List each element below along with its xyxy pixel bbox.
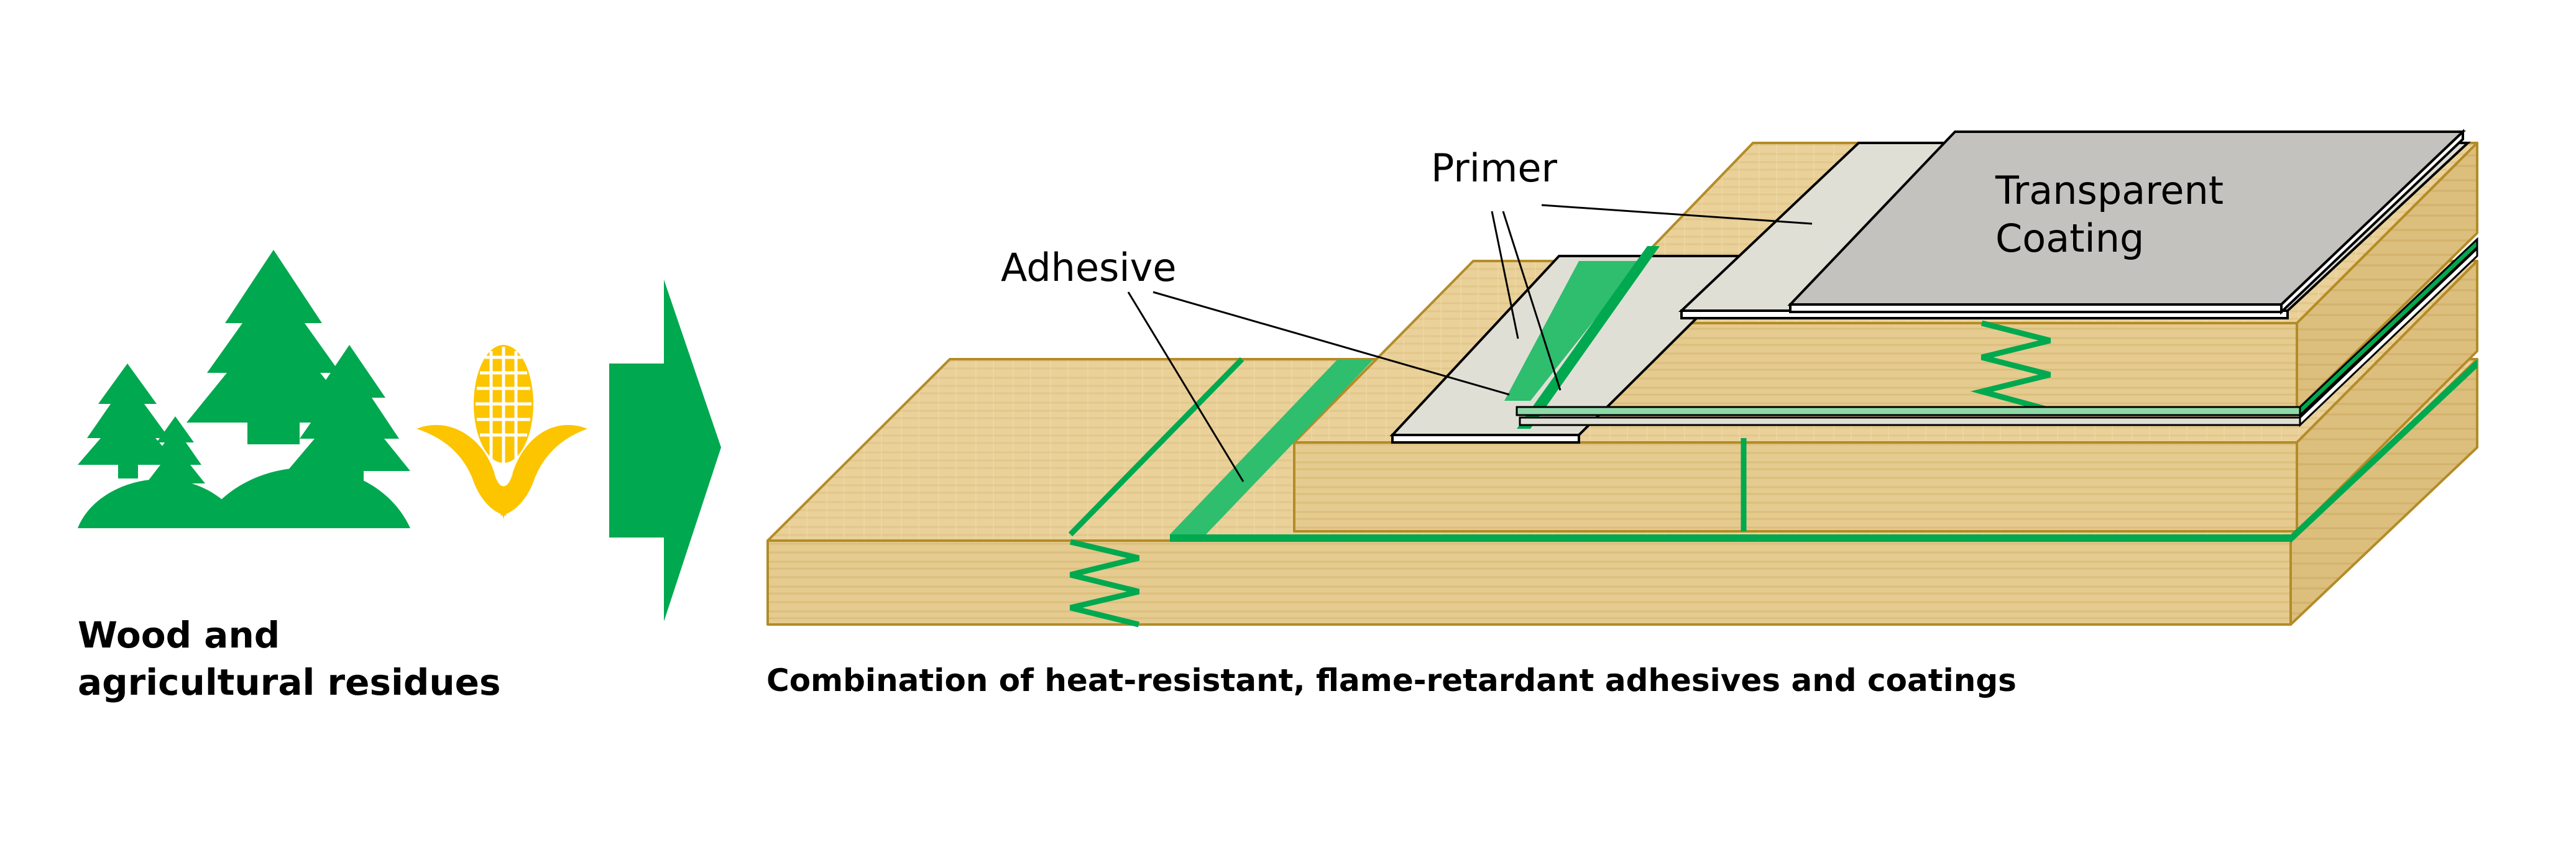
transparent-coating-layer [1678, 129, 2472, 319]
adhesive-leader [1127, 291, 1244, 482]
left-caption-line2: agricultural residues [78, 661, 501, 703]
primer-label: Primer [1431, 145, 1558, 191]
leader-lines [1127, 204, 1813, 482]
transparent-coating-label-line1: Transparent [1995, 168, 2224, 213]
adhesive-label: Adhesive [1001, 245, 1176, 290]
tree-icon [78, 250, 410, 528]
left-caption-line1: Wood and [78, 614, 280, 656]
transparent-coating-label-line2: Coating [1995, 216, 2144, 261]
primer-leader-1 [1491, 211, 1519, 339]
arrow-right-icon [609, 280, 721, 621]
bottom-caption: Combination of heat-resistant, flame-ret… [766, 662, 2017, 698]
primer-layer [1389, 237, 2478, 444]
primer-leader-2 [1502, 211, 1562, 391]
adhesive-leader-2 [1152, 291, 1510, 396]
corn-icon [416, 345, 587, 519]
finger-joint [1069, 320, 2051, 628]
coating-leader [1541, 204, 1813, 225]
